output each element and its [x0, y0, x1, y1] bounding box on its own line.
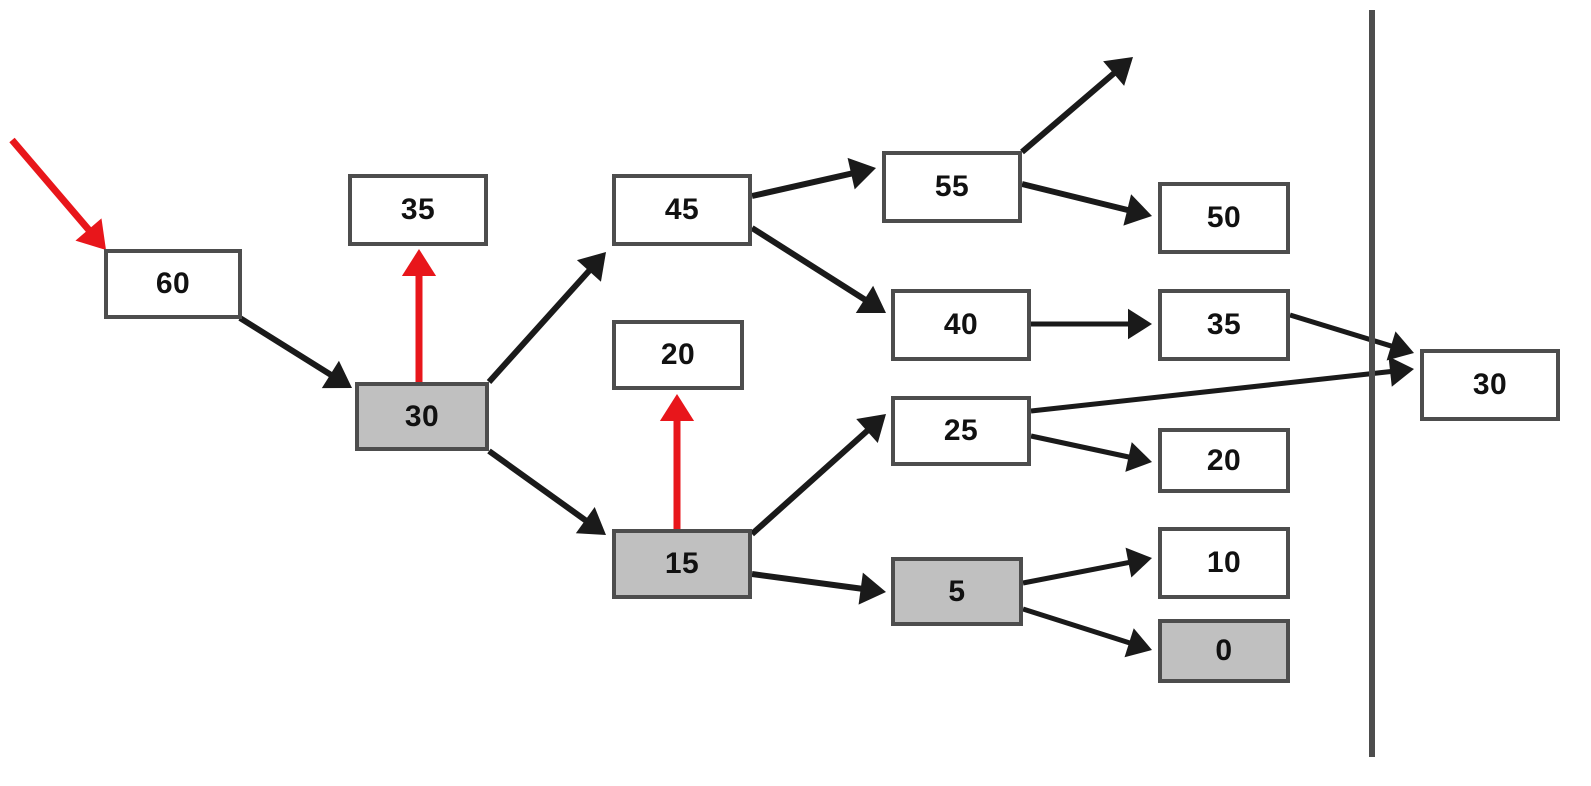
edge-30-to-45: [486, 252, 606, 385]
node-label: 60: [155, 267, 191, 300]
edge-55-to-50: [1021, 181, 1152, 226]
edge-30-to-15: [487, 448, 606, 535]
edge-55-to-parent: [1020, 57, 1133, 155]
node-n55: 55: [882, 151, 1022, 223]
node-n30b: 30: [1420, 349, 1560, 421]
node-n0: 0: [1158, 619, 1290, 683]
edge-5-to-10: [1022, 547, 1152, 586]
node-label: 15: [664, 547, 700, 580]
node-n10: 10: [1158, 527, 1290, 599]
edge-45-to-55: [751, 157, 876, 199]
edge-entry-to-60: [9, 137, 106, 250]
vertical-separator-line: [1369, 10, 1375, 757]
edge-15-to-25: [749, 414, 886, 537]
edge-25-to-30: [1030, 356, 1414, 414]
node-n40: 40: [891, 289, 1031, 361]
edge-30-to-35: [401, 249, 437, 382]
node-n20a: 20: [612, 320, 744, 390]
node-label: 0: [1215, 634, 1233, 667]
node-label: 40: [943, 308, 979, 341]
edge-40-to-35: [1031, 308, 1152, 340]
node-label: 30: [1472, 368, 1508, 401]
node-n35a: 35: [348, 174, 488, 246]
node-label: 35: [400, 193, 436, 226]
node-n60: 60: [104, 249, 242, 319]
edge-15-to-5: [751, 571, 886, 605]
node-n35b: 35: [1158, 289, 1290, 361]
edge-60-to-30: [238, 315, 352, 389]
node-n25: 25: [891, 396, 1031, 466]
edge-15-to-20: [659, 394, 695, 529]
node-n45: 45: [612, 174, 752, 246]
node-n15: 15: [612, 529, 752, 599]
node-label: 35: [1206, 308, 1242, 341]
node-label: 45: [664, 193, 700, 226]
node-label: 55: [934, 170, 970, 203]
edge-5-to-0: [1022, 606, 1152, 658]
edge-35-to-30: [1289, 312, 1414, 361]
node-label: 20: [1206, 443, 1242, 477]
edge-45-to-40: [750, 225, 886, 313]
node-label: 25: [943, 414, 979, 447]
edge-25-to-20: [1030, 433, 1152, 472]
node-n30a: 30: [355, 382, 489, 451]
node-label: 5: [948, 574, 966, 608]
node-label: 50: [1206, 201, 1242, 234]
node-label: 20: [660, 338, 696, 371]
node-label: 30: [404, 399, 440, 433]
node-label: 10: [1206, 546, 1242, 579]
node-n5: 5: [891, 557, 1023, 626]
node-n50: 50: [1158, 182, 1290, 254]
node-n20b: 20: [1158, 428, 1290, 493]
